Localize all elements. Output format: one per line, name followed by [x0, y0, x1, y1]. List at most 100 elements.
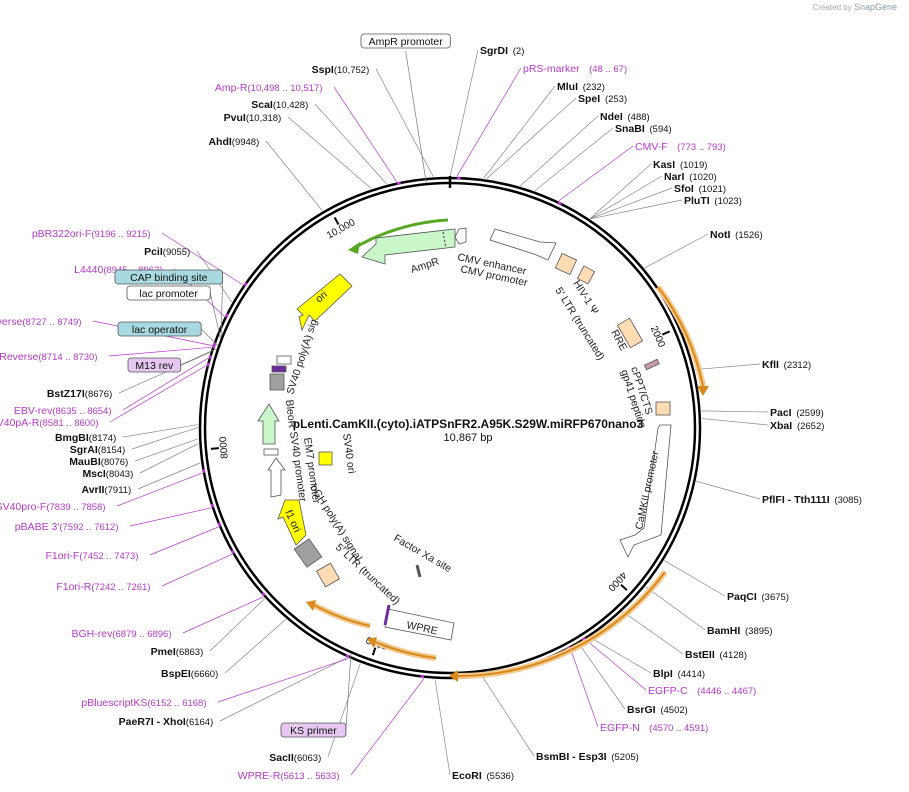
wpre-marker — [383, 604, 391, 626]
sv40-polya-box-purple[interactable] — [271, 365, 287, 373]
site-label-1[interactable]: MluI (232) — [557, 81, 605, 93]
primer-leader-7 — [161, 554, 233, 587]
site-leader-24 — [209, 598, 265, 652]
sv40-promoter-arrow[interactable] — [267, 457, 286, 498]
site-label-13[interactable]: PflFI - Tth111I (3085) — [762, 494, 862, 506]
site-label-29[interactable]: BmgBI(8174) — [55, 432, 121, 444]
primer-label-5[interactable]: pBluescriptKS(6152 .. 6168) — [81, 697, 216, 709]
sv40-ori-box[interactable] — [318, 451, 333, 466]
site-name-32: AhdI — [208, 136, 231, 148]
bleor-arrow[interactable] — [257, 403, 280, 445]
ltr5-bottom-box[interactable] — [316, 562, 340, 588]
primer-leader-8 — [149, 526, 219, 556]
site-name-24: PmeI — [151, 646, 176, 658]
primer-label-4[interactable]: WPRE-R(5613 .. 5633) — [238, 770, 349, 782]
sv40-polya-box-gray[interactable] — [269, 373, 285, 391]
em7-box[interactable] — [263, 448, 279, 456]
factor-xa-label: Factor Xa site — [392, 532, 454, 575]
site-label-33[interactable]: PvuI(10,318) — [224, 112, 286, 124]
sv40-polya-box-pattern[interactable] — [276, 355, 292, 365]
site-label-32[interactable]: AhdI(9948) — [208, 136, 264, 148]
primer-name-12: EBV-rev — [14, 405, 53, 417]
primer-label-7[interactable]: F1ori-R(7242 .. 7261) — [56, 581, 160, 593]
site-label-18[interactable]: BsrGI (4502) — [627, 704, 688, 716]
camkii-promoter-arrow[interactable] — [619, 424, 672, 558]
site-pos-24: (6863) — [176, 647, 208, 658]
primer-label-14[interactable]: M13/pUC Reverse(8727 .. 8749) — [0, 316, 91, 328]
feature-box-4[interactable] — [127, 357, 182, 373]
primer-label-8[interactable]: F1ori-F(7452 .. 7473) — [46, 550, 149, 562]
site-label-0[interactable]: SgrDI (2) — [480, 45, 524, 57]
site-label-21[interactable]: SacII(6063) — [269, 752, 326, 764]
label-layer: SgrDI (2)MluI (232)SpeI (253)NdeI (488)S… — [0, 33, 862, 782]
feature-box-2[interactable] — [126, 285, 211, 301]
feature-box-0[interactable] — [360, 33, 451, 49]
site-label-26[interactable]: MscI(8043) — [82, 468, 138, 480]
cppt-marker[interactable] — [643, 358, 660, 371]
f1ori-arrow[interactable] — [277, 499, 307, 546]
site-label-17[interactable]: BlpI (4414) — [653, 668, 705, 680]
site-label-23[interactable]: BspEI(6660) — [161, 668, 223, 680]
bgh-box[interactable] — [293, 538, 323, 568]
site-label-31[interactable]: PciI(9055) — [144, 246, 195, 258]
rre-box[interactable] — [616, 317, 644, 349]
primer-label-10[interactable]: SV40pro-F(7839 .. 7858) — [0, 501, 115, 513]
site-label-8[interactable]: PluTI (1023) — [684, 195, 742, 207]
primer-label-6[interactable]: BGH-rev(6879 .. 6896) — [72, 628, 182, 640]
site-name-4: SnaBI — [615, 123, 645, 135]
site-label-19[interactable]: BsmBI - Esp3I (5205) — [536, 751, 639, 763]
primer-label-17[interactable]: Amp-R(10,498 .. 10,517) — [215, 82, 332, 94]
primer-label-16[interactable]: pBR322ori-F(9196 .. 9215) — [32, 228, 160, 240]
primer-label-2[interactable]: EGFP-C (4446 .. 4467) — [648, 685, 756, 697]
primer-label-11[interactable]: SV40pA-R(8581 .. 8600) — [0, 417, 108, 429]
site-label-30[interactable]: BstZ17I(8676) — [47, 388, 117, 400]
feature-box-label-4: M13 rev — [135, 360, 174, 372]
factor-xa-marker[interactable] — [415, 564, 422, 578]
tick-1 — [661, 330, 671, 336]
site-label-9[interactable]: NotI (1526) — [710, 229, 763, 241]
primer-label-12[interactable]: EBV-rev(8635 .. 8654) — [14, 405, 121, 417]
site-leader-16 — [622, 611, 684, 655]
plasmid-size: 10,867 bp — [444, 432, 493, 444]
orange-arc-4 — [312, 602, 371, 629]
site-label-5[interactable]: KasI (1019) — [653, 159, 707, 171]
gp41-box[interactable] — [655, 401, 671, 416]
primer-label-1[interactable]: CMV-F (773 .. 793) — [635, 141, 726, 153]
primer-label-0[interactable]: pRS-marker (48 .. 67) — [523, 63, 627, 75]
site-label-7[interactable]: SfoI (1021) — [674, 183, 726, 195]
site-label-25[interactable]: AvrII(7911) — [82, 484, 136, 496]
site-label-20[interactable]: EcoRI (5536) — [452, 770, 514, 782]
site-label-12[interactable]: XbaI (2652) — [770, 420, 824, 432]
primer-label-3[interactable]: EGFP-N (4570 .. 4591) — [600, 722, 708, 734]
site-label-22[interactable]: PaeR7I - XhoI(6164) — [119, 716, 218, 728]
site-pos-9: (1526) — [730, 230, 762, 241]
feature-box-3[interactable] — [117, 321, 202, 337]
feature-box-1[interactable] — [114, 269, 223, 285]
site-label-28[interactable]: SgrAI(8154) — [70, 444, 130, 456]
site-label-3[interactable]: NdeI (488) — [600, 111, 650, 123]
ltr5-top-box[interactable] — [576, 265, 596, 285]
site-label-10[interactable]: KflI (2312) — [762, 359, 811, 371]
site-label-24[interactable]: PmeI(6863) — [151, 646, 208, 658]
snapgene-logo[interactable]: SnapGene — [853, 2, 897, 12]
primer-label-9[interactable]: pBABE 3'(7592 .. 7612) — [15, 521, 128, 533]
site-name-0: SgrDI — [480, 45, 508, 57]
site-label-27[interactable]: MauBI(8076) — [69, 456, 133, 468]
ampr-arrow[interactable] — [361, 228, 456, 265]
ampr-promoter-arrow[interactable] — [454, 227, 467, 245]
site-label-4[interactable]: SnaBI (594) — [615, 123, 672, 135]
site-leader-6 — [589, 175, 663, 219]
site-label-14[interactable]: PaqCI (3675) — [727, 591, 789, 603]
site-label-35[interactable]: SspI(10,752) — [312, 64, 374, 76]
site-label-16[interactable]: BstEII (4128) — [685, 649, 747, 661]
cmv-enhancer-arrow[interactable] — [489, 228, 557, 261]
feature-box-5[interactable] — [280, 722, 347, 738]
primer-label-13[interactable]: M13 Reverse(8714 .. 8730) — [0, 351, 107, 363]
site-label-34[interactable]: ScaI(10,428) — [251, 99, 313, 111]
site-label-2[interactable]: SpeI (253) — [578, 93, 627, 105]
site-label-15[interactable]: BamHI (3895) — [707, 625, 772, 637]
site-label-11[interactable]: PacI (2599) — [770, 407, 824, 419]
ori-arrow[interactable] — [296, 273, 353, 332]
site-label-6[interactable]: NarI (1020) — [664, 171, 717, 183]
hiv1-psi-box[interactable] — [554, 252, 578, 276]
